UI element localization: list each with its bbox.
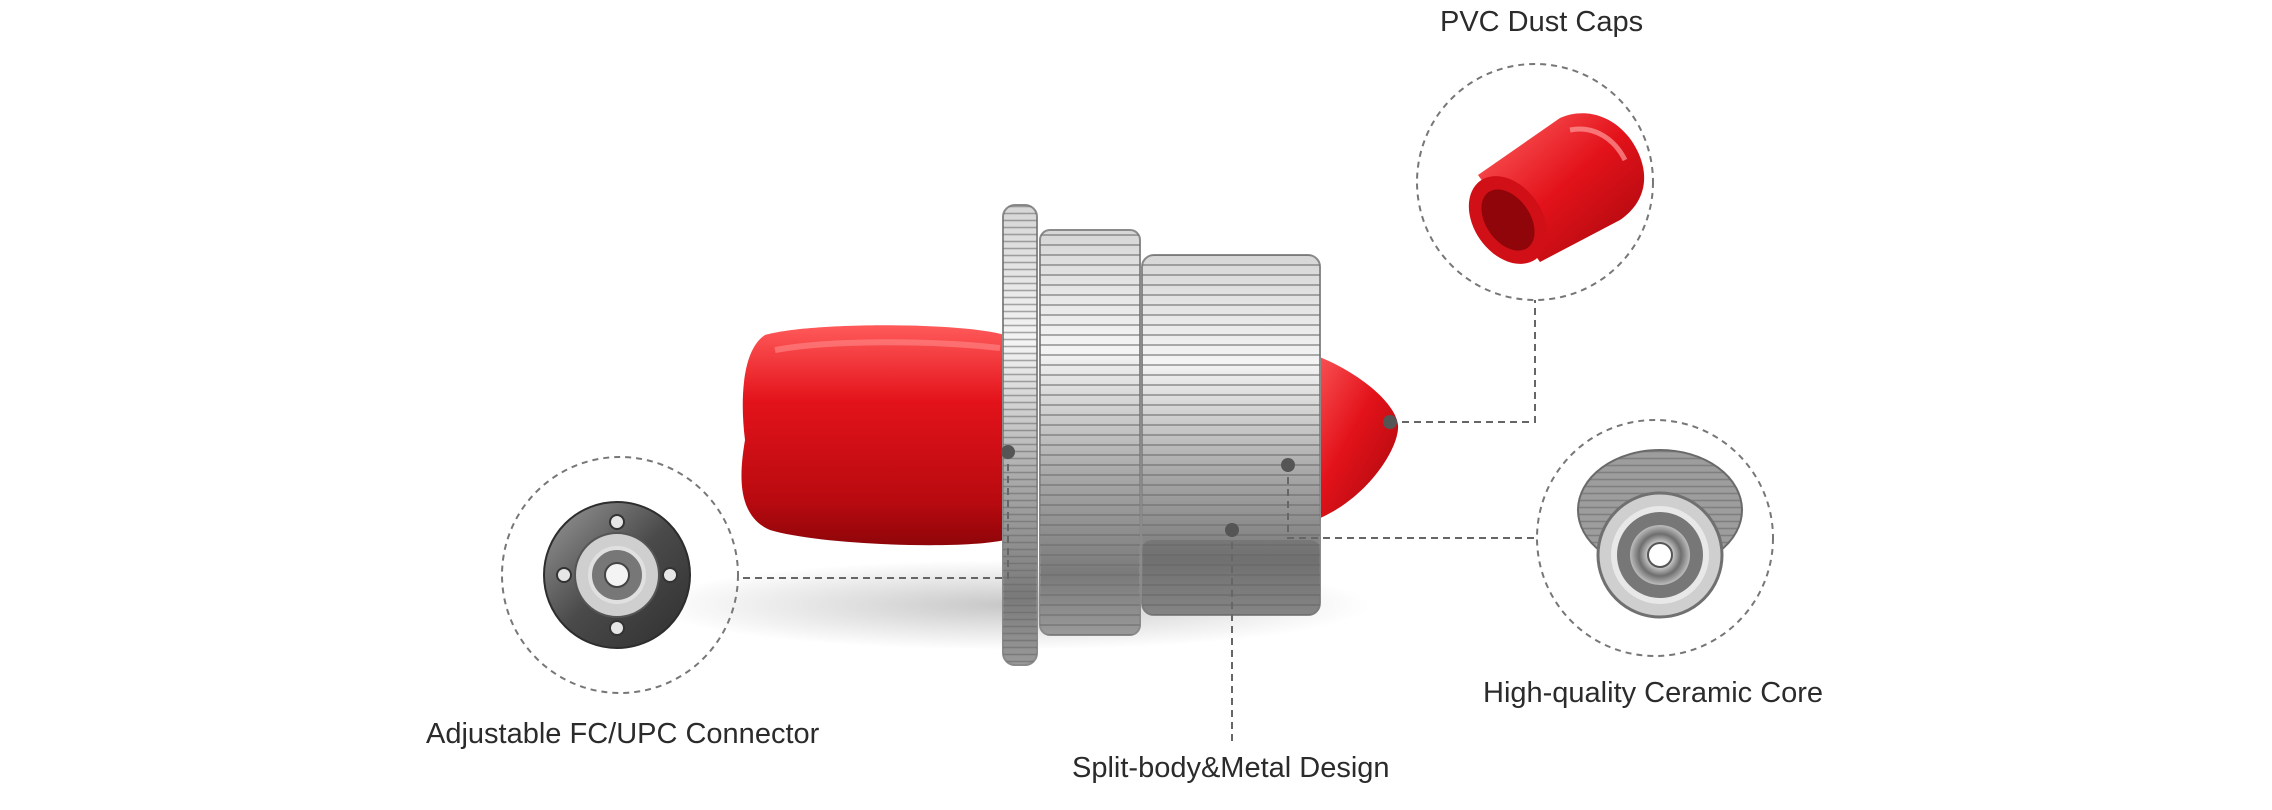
label-pvc-dust-caps: PVC Dust Caps [1440, 6, 1644, 38]
callout-lines [738, 300, 1536, 745]
label-fc-upc-connector: Adjustable FC/UPC Connector [426, 718, 820, 750]
detail-circles [501, 63, 1774, 694]
label-split-body-metal-design: Split-body&Metal Design [1072, 752, 1390, 784]
fc-upc-connector-face-icon [543, 501, 691, 649]
ceramic-core-connector-icon [1577, 449, 1743, 619]
red-dust-cap-icon [1468, 113, 1645, 264]
main-product-icon [741, 204, 1399, 666]
label-ceramic-core: High-quality Ceramic Core [1483, 677, 1824, 709]
callout-dots [1001, 415, 1397, 537]
